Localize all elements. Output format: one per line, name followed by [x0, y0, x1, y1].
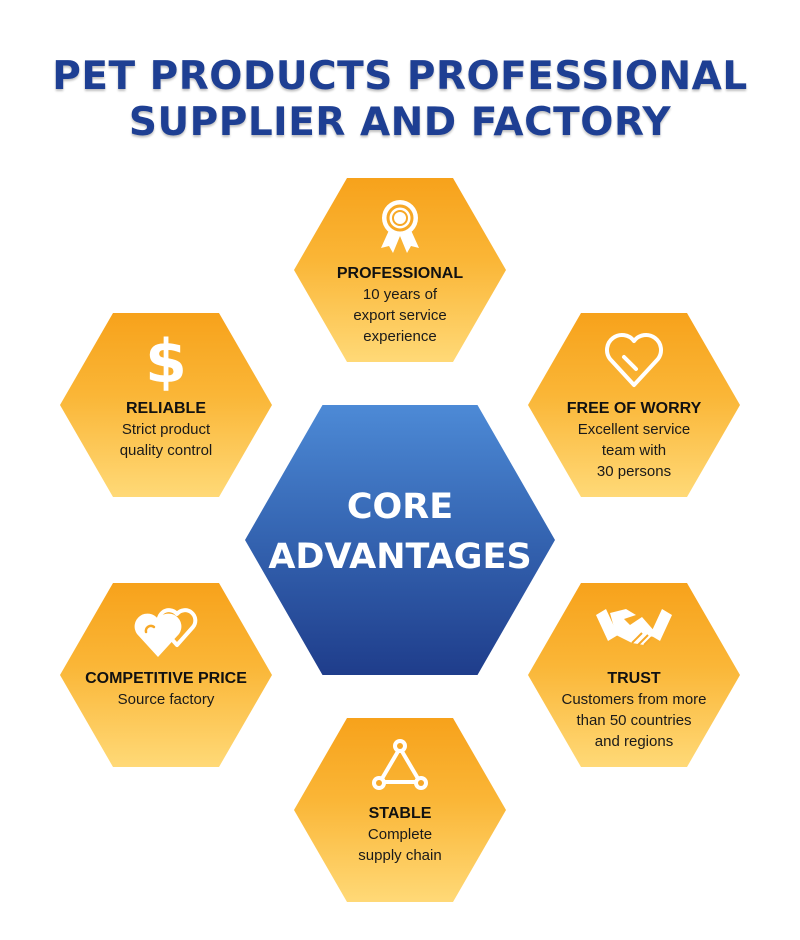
- description-line: than 50 countries: [576, 712, 692, 729]
- title-line-2: SUPPLIER AND FACTORY: [128, 100, 672, 145]
- hex-trust: TRUST Customers from more than 50 countr…: [528, 583, 740, 767]
- two-hearts-icon: [134, 608, 198, 657]
- center-line-1: CORE: [346, 487, 454, 527]
- hex-free-of-worry: FREE OF WORRY Excellent service team wit…: [528, 313, 740, 497]
- award-ribbon-icon: [381, 200, 419, 253]
- description-line: experience: [363, 328, 437, 345]
- hex-competitive-price: COMPETITIVE PRICE Source factory: [60, 583, 272, 767]
- description-line: Strict product: [121, 421, 211, 438]
- page-title: PET PRODUCTS PROFESSIONAL SUPPLIER AND F…: [0, 54, 800, 146]
- advantage-title: STABLE: [368, 805, 432, 822]
- advantage-title: PROFESSIONAL: [336, 265, 464, 282]
- core-advantages-hex: CORE ADVANTAGES: [245, 405, 555, 675]
- description-line: Source factory: [117, 691, 215, 708]
- description-line: and regions: [594, 733, 674, 750]
- description-line: Complete: [367, 826, 433, 843]
- advantage-description: Source factory: [70, 689, 262, 710]
- advantage-title: COMPETITIVE PRICE: [85, 670, 247, 687]
- description-line: 30 persons: [596, 463, 672, 480]
- description-line: quality control: [119, 442, 213, 459]
- advantage-title: TRUST: [607, 670, 661, 687]
- hex-professional: PROFESSIONAL 10 years of export service …: [294, 178, 506, 362]
- description-line: Excellent service: [577, 421, 691, 438]
- hex-reliable: $ RELIABLE Strict product quality contro…: [60, 313, 272, 497]
- description-line: Customers from more: [561, 691, 707, 708]
- heart-outline-icon: [605, 333, 663, 387]
- advantage-description: 10 years of export service experience: [304, 284, 496, 347]
- description-line: 10 years of: [362, 286, 438, 303]
- center-line-2: ADVANTAGES: [268, 537, 532, 577]
- description-line: team with: [601, 442, 667, 459]
- advantage-description: Customers from more than 50 countries an…: [538, 689, 730, 752]
- hex-stable: STABLE Complete supply chain: [294, 718, 506, 902]
- title-line-1: PET PRODUCTS PROFESSIONAL: [52, 54, 748, 99]
- description-line: supply chain: [358, 847, 442, 864]
- handshake-icon: [596, 609, 672, 646]
- core-advantages-label: CORE ADVANTAGES: [245, 482, 555, 582]
- advantage-description: Excellent service team with 30 persons: [538, 419, 730, 482]
- dollar-sign-icon: $: [145, 327, 187, 391]
- advantage-description: Strict product quality control: [70, 419, 262, 461]
- advantage-title: FREE OF WORRY: [566, 400, 702, 417]
- description-line: export service: [353, 307, 447, 324]
- svg-text:$: $: [145, 327, 187, 391]
- triangle-nodes-icon: [372, 739, 428, 790]
- advantage-description: Complete supply chain: [304, 824, 496, 866]
- advantage-title: RELIABLE: [126, 400, 206, 417]
